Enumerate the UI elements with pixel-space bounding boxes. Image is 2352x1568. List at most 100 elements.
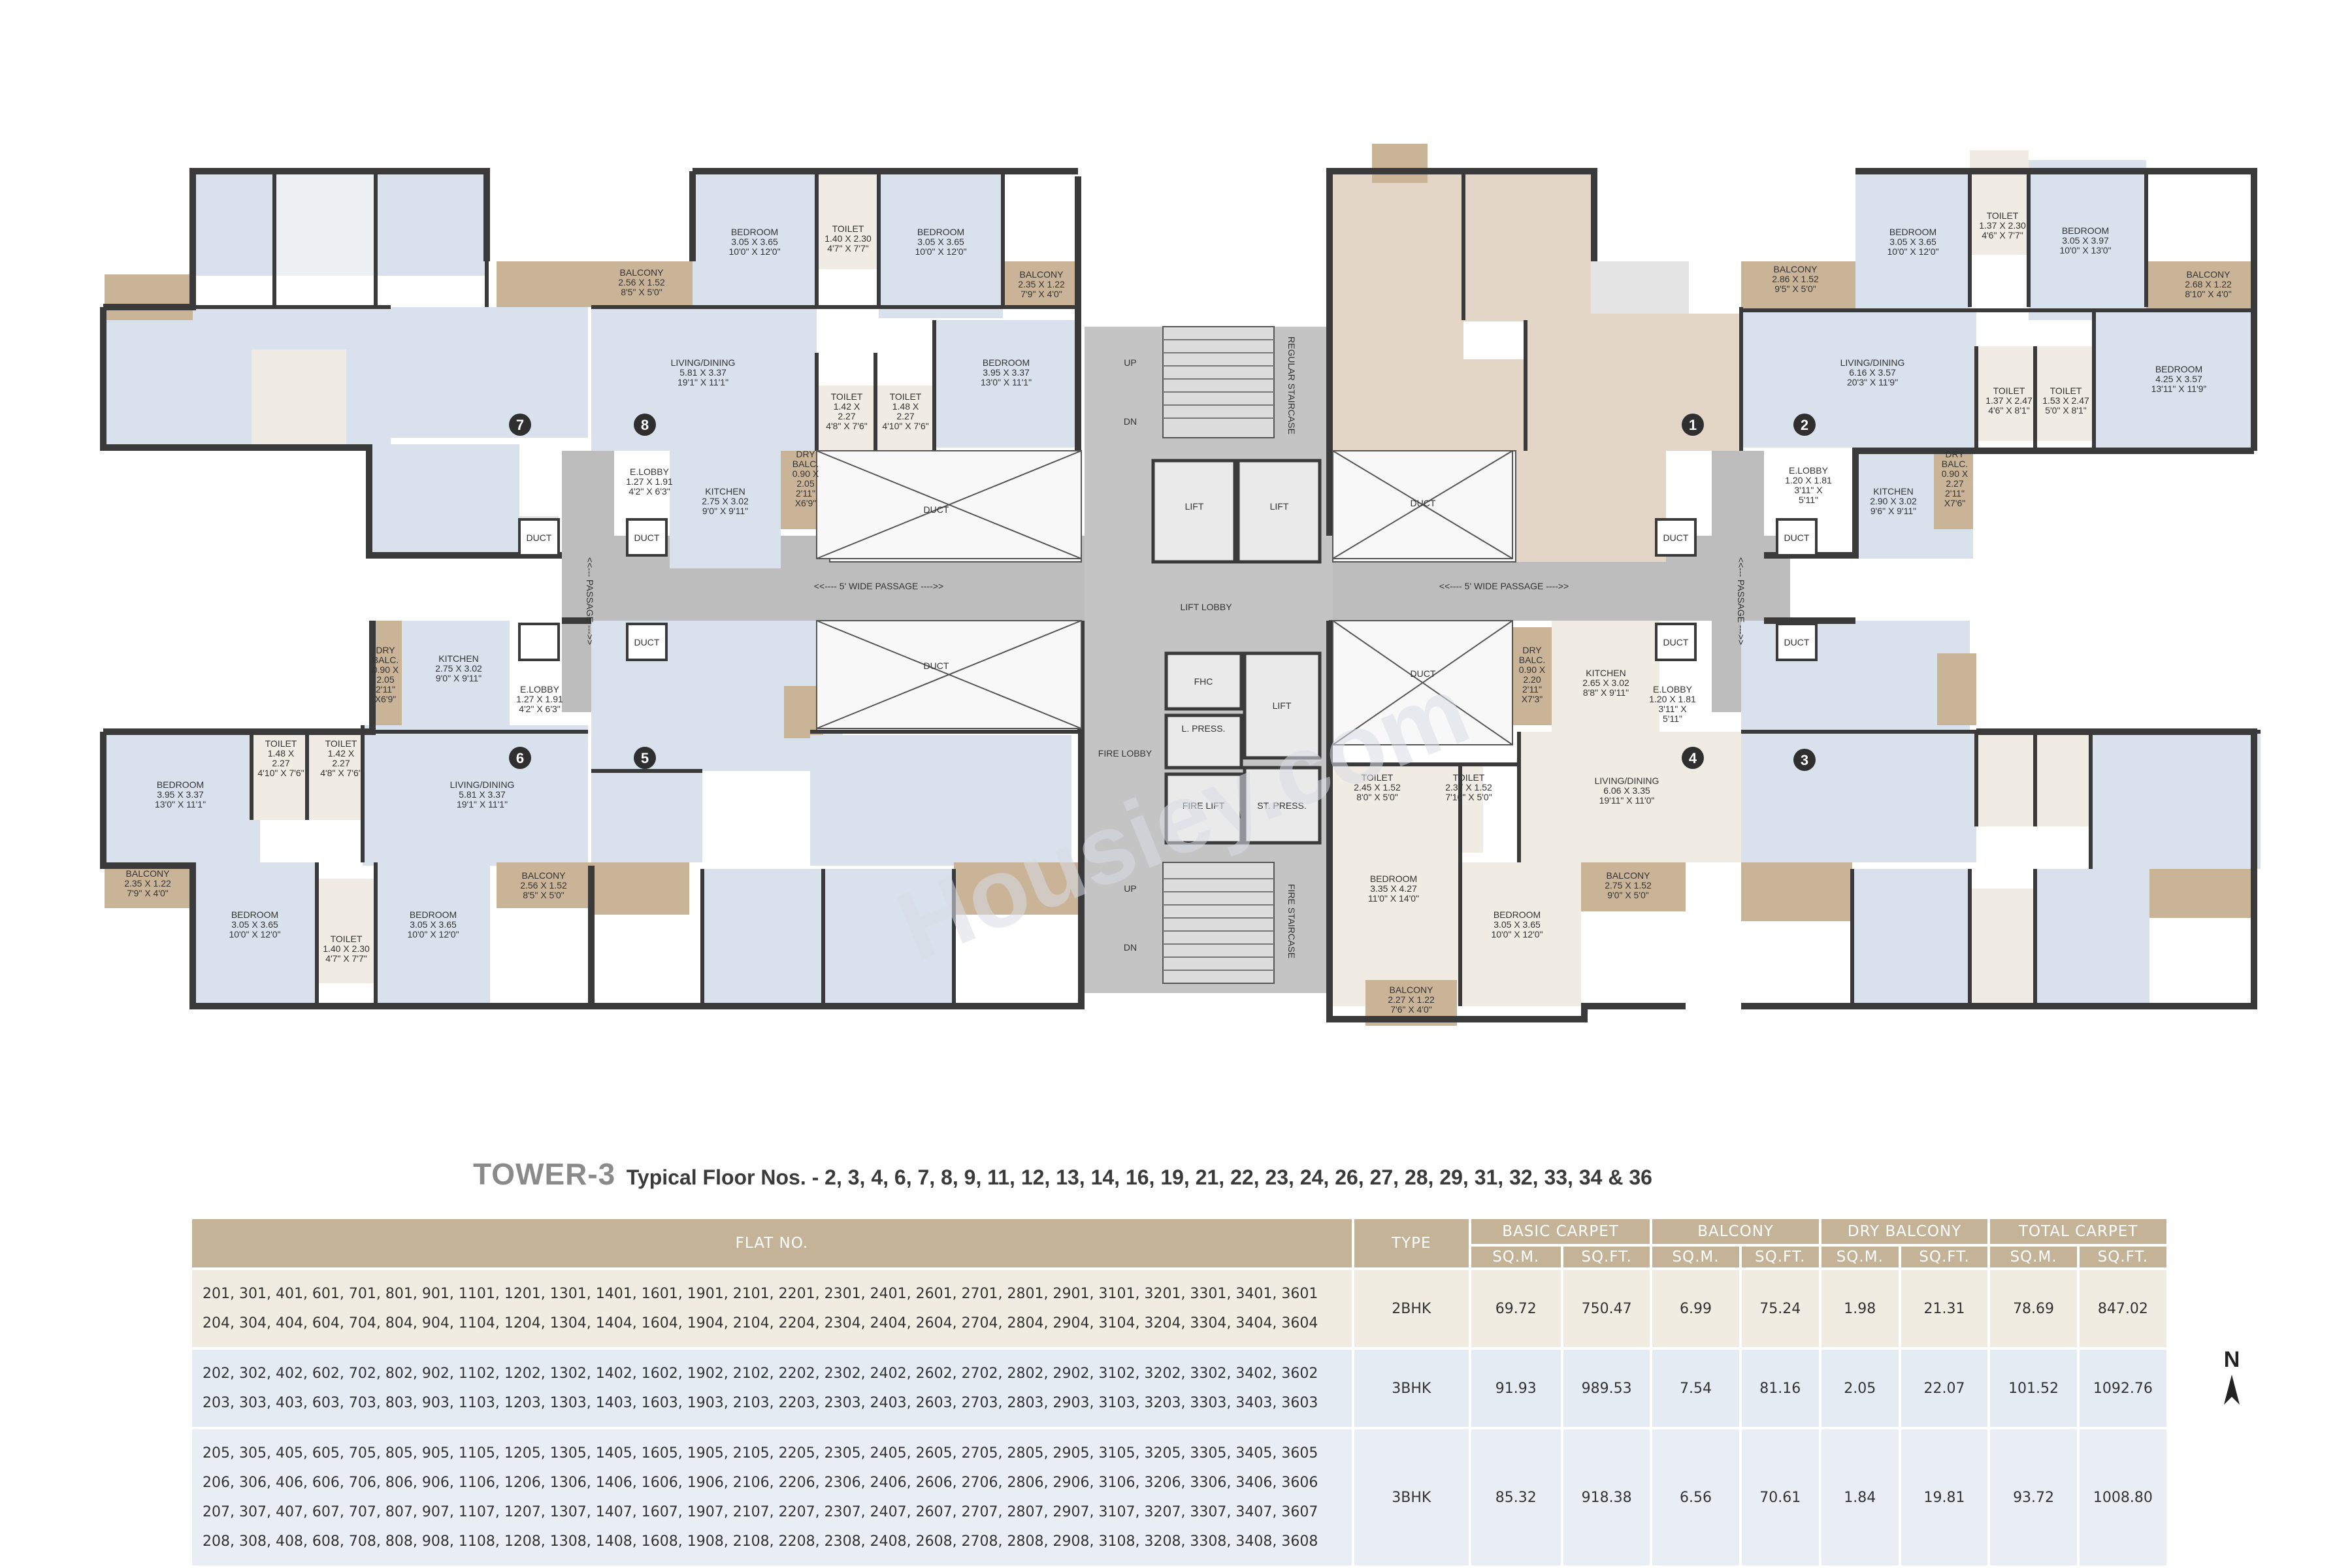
room-label-line: 5'11" (1799, 495, 1818, 505)
room-label-line: 2.27 (1946, 478, 1963, 489)
room-label-line: 19'1" X 11'1" (457, 799, 508, 809)
room-label-line: 2.45 X 1.52 (1354, 782, 1401, 792)
lift-lobby-label: LIFT LOBBY (1180, 602, 1232, 612)
unit-number-4: 4 (1689, 750, 1697, 766)
room-label-line: 2.35 X 1.22 (1018, 279, 1065, 289)
balc-sqm-cell: 6.56 (1652, 1429, 1739, 1565)
room-label-line: 6.16 X 3.57 (1849, 367, 1896, 378)
header-sqft: SQ.FT. (2079, 1247, 2166, 1267)
floor-list: Typical Floor Nos. - 2, 3, 4, 6, 7, 8, 9… (626, 1166, 1652, 1189)
flat-line: 201, 301, 401, 601, 701, 801, 901, 1101,… (203, 1286, 1318, 1302)
room-label-line: BEDROOM (2155, 364, 2202, 374)
dry-sqm-cell: 1.98 (1821, 1270, 1899, 1347)
room-label-line: BEDROOM (917, 227, 964, 237)
room-label-line: 4'7" X 7'7" (325, 953, 367, 964)
room-label-line: 2'11" (1522, 684, 1542, 694)
table-row: 205, 305, 405, 605, 705, 805, 905, 1105,… (192, 1429, 2166, 1565)
passage-left-label: <<---- 5' WIDE PASSAGE ---->> (814, 581, 943, 591)
room-label-line: 2.27 X 1.22 (1388, 994, 1435, 1005)
room-label-line: 9'5" X 5'0" (1774, 284, 1816, 294)
room-label-line: 2.27 (896, 411, 914, 421)
total-sqm-cell: 78.69 (1990, 1270, 2077, 1347)
room-label-line: 9'0" X 5'0" (1607, 890, 1649, 900)
room-label-line: 2.35 X 1.22 (124, 878, 171, 889)
flat-list: 205, 305, 405, 605, 705, 805, 905, 1105,… (192, 1429, 1352, 1565)
header-sqft: SQ.FT. (1901, 1247, 1988, 1267)
balc-sqm-cell: 7.54 (1652, 1350, 1739, 1427)
flat-line: 205, 305, 405, 605, 705, 805, 905, 1105,… (203, 1445, 1318, 1462)
duct-label-10: DUCT (1663, 637, 1689, 647)
basic-sqm-cell: 91.93 (1471, 1350, 1561, 1427)
duct-label-7: DUCT (634, 637, 660, 647)
room-label-line: 4'6" X 8'1" (1988, 405, 2030, 416)
room-label-line: 0.90 X (1942, 468, 1968, 479)
dn-label-2: DN (1124, 942, 1137, 953)
regular-staircase-box (1162, 326, 1275, 438)
room-label-line: 4'10" X 7'6" (882, 421, 928, 431)
room-label-line: 8'5" X 5'0" (621, 287, 662, 297)
lift-1-box (1151, 459, 1237, 564)
up-label-2: UP (1124, 883, 1136, 894)
duct-label-5: DUCT (527, 532, 552, 543)
room-label-line: 2.56 X 1.52 (618, 277, 665, 287)
fire-lift-box (1164, 772, 1243, 845)
room-label-line: 2.68 X 1.22 (2185, 279, 2232, 289)
room-label-line: 5'11" (1663, 713, 1682, 724)
passage-right-label: <<---- 5' WIDE PASSAGE ---->> (1439, 581, 1569, 591)
room-label-line: LIVING/DINING (450, 779, 515, 790)
flat-list: 201, 301, 401, 601, 701, 801, 901, 1101,… (192, 1270, 1352, 1347)
room-label-line: 2'11" (796, 488, 815, 498)
room-label-line: TOILET (2050, 385, 2082, 396)
room-label-line: 2.05 (376, 674, 394, 685)
unit-number-8: 8 (641, 417, 649, 433)
room-label-line: KITCHEN (438, 653, 478, 664)
room-label-line: 10'0" X 12'0" (407, 929, 459, 939)
room-label-line: BEDROOM (410, 909, 457, 920)
room-label-line: 3.95 X 3.37 (983, 367, 1030, 378)
table-row: 202, 302, 402, 602, 702, 802, 902, 1102,… (192, 1350, 2166, 1427)
unit-marker-8 (634, 414, 656, 436)
type-cell: 3BHK (1354, 1350, 1469, 1427)
room-label-line: 2'11" (376, 684, 395, 694)
room-label-line: 5.81 X 3.37 (459, 789, 506, 800)
duct-label-1: DUCT (924, 504, 949, 515)
room-label-line: 1.40 X 2.30 (825, 233, 872, 244)
room-label-line: BEDROOM (1494, 909, 1541, 920)
room-label-line: DRY (1945, 449, 1965, 459)
room-label-line: 2.75 X 3.02 (435, 663, 482, 674)
room-label-line: BALCONY (1020, 269, 1064, 280)
unit-marker-6 (509, 747, 531, 769)
header-flat-no: FLAT NO. (192, 1219, 1352, 1267)
room-label-line: TOILET (831, 391, 863, 402)
room-label-line: 2.75 X 1.52 (1605, 880, 1652, 890)
unit-marker-2 (1793, 414, 1816, 436)
room-label-line: 10'0" X 12'0" (1887, 246, 1938, 257)
room-label-line: 7'9" X 4'0" (1021, 289, 1062, 299)
room-label-line: LIVING/DINING (1840, 357, 1905, 368)
room-label-line: 0.90 X (1519, 664, 1546, 675)
passage-vertical-left: <<--- PASSAGE --->> (585, 557, 595, 645)
room-label-line: BEDROOM (157, 779, 204, 790)
room-label-line: 2.27 (838, 411, 855, 421)
room-label-line: DRY (376, 645, 395, 655)
unit-marker-5 (634, 747, 656, 769)
room-label-line: 1.48 X (268, 748, 295, 759)
room-label-line: DRY (796, 449, 815, 459)
room-label-line: BALC. (372, 655, 399, 665)
header-sqft: SQ.FT. (1563, 1247, 1650, 1267)
passage-vertical-right: <<--- PASSAGE --->> (1736, 557, 1746, 645)
room-label-line: 7'6" X 4'0" (1390, 1004, 1432, 1015)
room-label-line: 1.53 X 2.47 (2042, 395, 2089, 406)
room-label-line: 3'11" X (1794, 485, 1823, 495)
room-label-line: TOILET (1362, 772, 1394, 783)
